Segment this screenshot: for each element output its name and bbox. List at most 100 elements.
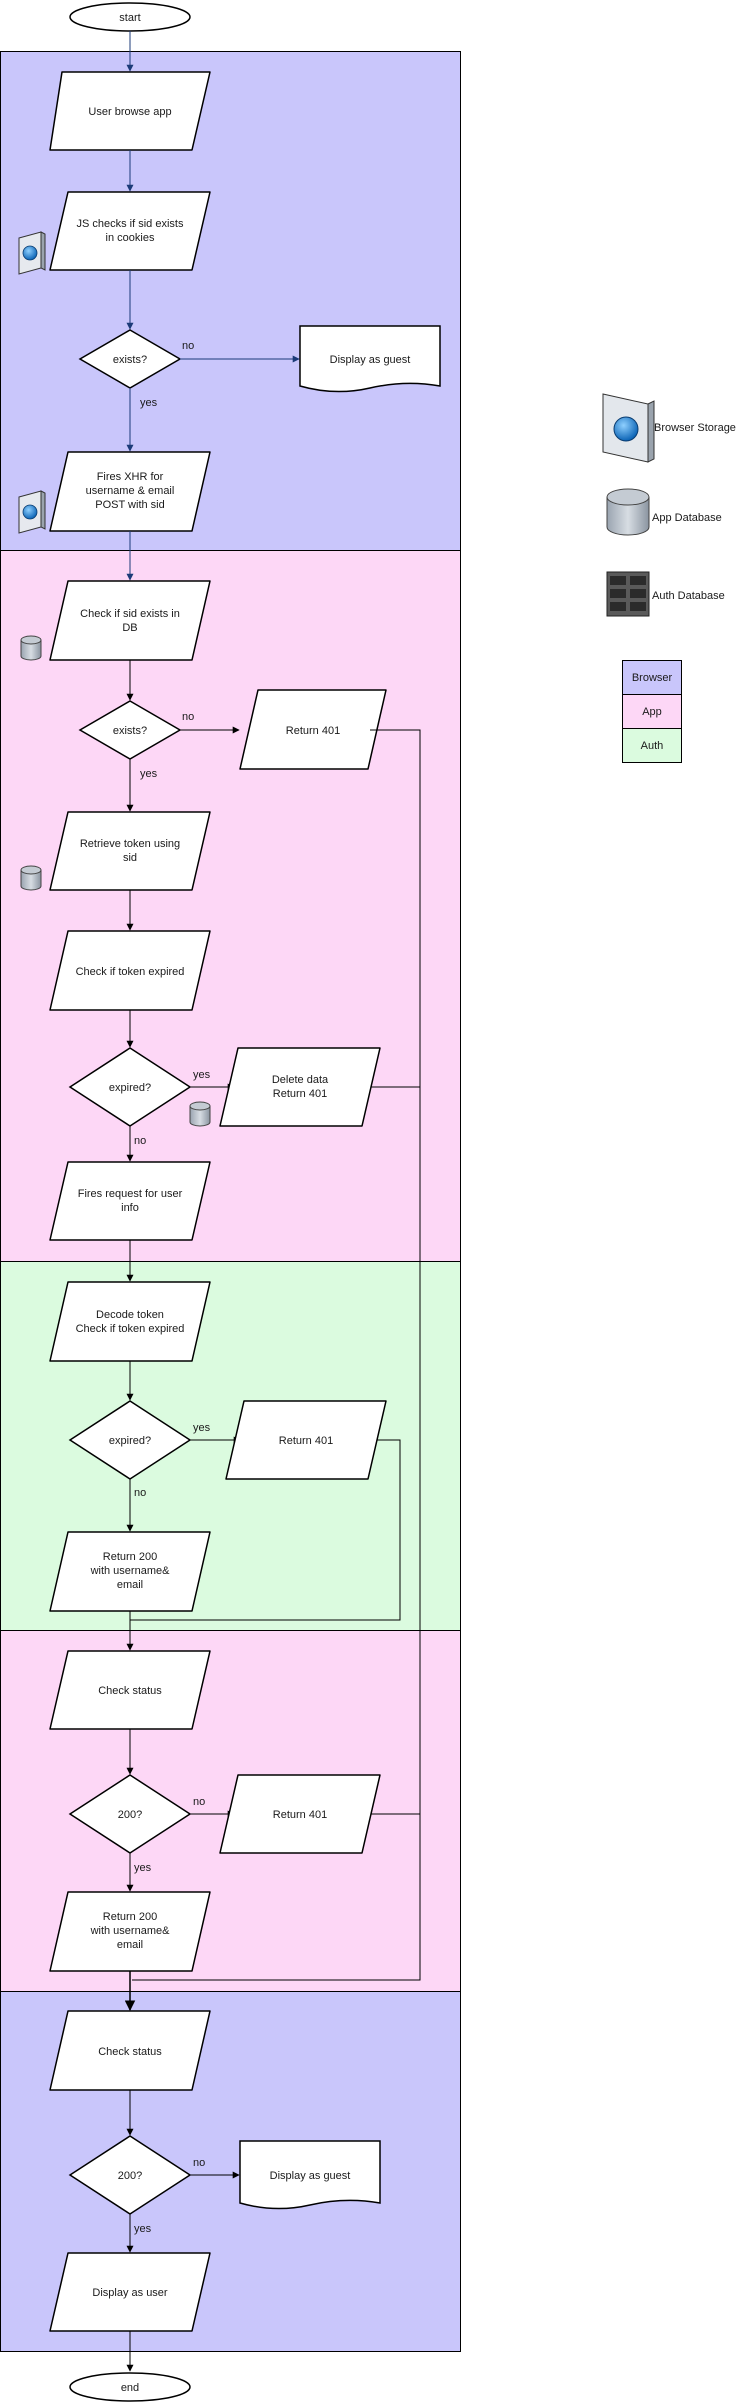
return-200-b-label-1: Return 200 — [103, 1911, 157, 1923]
app-database-icon — [606, 497, 650, 536]
server-slot — [610, 602, 626, 611]
return-200-label-3: email — [117, 1579, 143, 1591]
return-200-b-node[interactable] — [49, 1891, 211, 1972]
fires-xhr-label-1: Fires XHR for — [97, 471, 164, 483]
user-browse-node[interactable] — [49, 71, 211, 151]
lane-app-1 — [0, 550, 461, 1262]
edge-label-yes: yes — [193, 1422, 211, 1434]
display-user-node[interactable] — [49, 2252, 211, 2332]
app-database-icon — [20, 865, 42, 891]
legend-browser-storage: Browser Storage — [602, 393, 736, 463]
edge-label-no: no — [182, 711, 194, 723]
display-guest-label: Display as guest — [330, 354, 411, 366]
delete-data-label-2: Return 401 — [273, 1088, 327, 1100]
js-check-node[interactable] — [49, 191, 211, 271]
edge-label-yes: yes — [140, 768, 158, 780]
expired-decision-2-label: expired? — [109, 1435, 151, 1447]
status-200-decision-label: 200? — [118, 1809, 142, 1821]
cylinder-top — [606, 488, 650, 506]
user-browse-label: User browse app — [88, 106, 171, 118]
retrieve-token-label-1: Retrieve token using — [80, 838, 180, 850]
storage-side — [647, 400, 655, 463]
legend-app-database-label: App Database — [652, 512, 722, 524]
check-status-node[interactable] — [49, 1650, 211, 1730]
check-sid-label-1: Check if sid exists in — [80, 608, 180, 620]
edge-label-no: no — [182, 340, 194, 352]
return-200-b-label-3: email — [117, 1939, 143, 1951]
edge-label-yes: yes — [134, 2223, 152, 2235]
legend-auth-database: Auth Database — [606, 571, 725, 617]
return-401-c-label: Return 401 — [273, 1809, 327, 1821]
legend-browser-storage-label: Browser Storage — [654, 422, 736, 434]
return-401-c-node[interactable] — [219, 1774, 381, 1854]
legend-auth-database-label: Auth Database — [652, 590, 725, 602]
display-user-label: Display as user — [92, 2287, 168, 2299]
check-sid-node[interactable] — [49, 580, 211, 661]
delete-data-label-1: Delete data — [272, 1074, 329, 1086]
edge-label-yes: yes — [193, 1069, 211, 1081]
legend-browser-swatch — [622, 660, 682, 695]
end-terminal[interactable] — [69, 2372, 191, 2402]
return-200-node[interactable] — [49, 1531, 211, 1612]
display-guest-2-node[interactable] — [239, 2140, 381, 2210]
return-200-label-2: with username& — [90, 1565, 171, 1577]
decode-token-node[interactable] — [49, 1281, 211, 1362]
decode-token-label-2: Check if token expired — [76, 1323, 185, 1335]
js-check-label-1: JS checks if sid exists — [77, 218, 184, 230]
browser-storage-icon — [18, 231, 46, 275]
fires-request-label-1: Fires request for user — [78, 1188, 183, 1200]
return-401-b-node[interactable] — [225, 1400, 387, 1480]
edge-return401-merge — [132, 729, 421, 1981]
globe-icon — [613, 416, 639, 442]
check-status-2-label: Check status — [98, 2046, 162, 2058]
server-slot — [610, 589, 626, 598]
display-guest-node[interactable] — [299, 325, 441, 393]
legend-browser-label: Browser — [632, 672, 673, 684]
return-401-label: Return 401 — [286, 725, 340, 737]
server-slot — [630, 602, 646, 611]
edge-label-no: no — [193, 1796, 205, 1808]
fires-request-label-2: info — [121, 1202, 139, 1214]
display-guest-2-label: Display as guest — [270, 2170, 351, 2182]
server-slot — [630, 576, 646, 585]
js-check-label-2: in cookies — [106, 232, 155, 244]
check-status-2-node[interactable] — [49, 2010, 211, 2091]
delete-data-node[interactable] — [219, 1047, 381, 1127]
fires-xhr-node[interactable] — [49, 451, 211, 532]
edge-label-yes: yes — [134, 1862, 152, 1874]
legend-lanes: Browser App Auth — [622, 660, 682, 763]
exists-decision-label: exists? — [113, 354, 147, 366]
app-database-icon — [20, 635, 42, 661]
fires-xhr-label-3: POST with sid — [95, 499, 165, 511]
return-401-b-label: Return 401 — [279, 1435, 333, 1447]
fires-request-node[interactable] — [49, 1161, 211, 1241]
expired-decision-label: expired? — [109, 1082, 151, 1094]
check-token-expired-node[interactable] — [49, 930, 211, 1011]
end-label: end — [121, 2382, 139, 2394]
return-200-b-label-2: with username& — [90, 1925, 171, 1937]
legend-app-label: App — [642, 706, 662, 718]
edge-label-no: no — [193, 2157, 205, 2169]
browser-storage-icon — [18, 490, 46, 534]
retrieve-token-node[interactable] — [49, 811, 211, 891]
edge-label-no: no — [134, 1487, 146, 1499]
fires-xhr-label-2: username & email — [86, 485, 175, 497]
retrieve-token-label-2: sid — [123, 852, 137, 864]
exists-decision-2-label: exists? — [113, 725, 147, 737]
app-database-icon — [189, 1101, 211, 1127]
return-401-node[interactable] — [239, 689, 387, 770]
legend-auth-swatch — [622, 728, 682, 763]
edge-label-yes: yes — [140, 397, 158, 409]
legend-auth-label: Auth — [641, 740, 664, 752]
check-token-expired-label: Check if token expired — [76, 966, 185, 978]
check-sid-label-2: DB — [122, 622, 137, 634]
edge-return401b-merge — [130, 1439, 401, 1621]
server-slot — [630, 589, 646, 598]
status-200-b-decision-label: 200? — [118, 2170, 142, 2182]
check-status-label: Check status — [98, 1685, 162, 1697]
server-slot — [610, 576, 626, 585]
decode-token-label-1: Decode token — [96, 1309, 164, 1321]
edge-label-no: no — [134, 1135, 146, 1147]
start-label: start — [119, 12, 140, 24]
